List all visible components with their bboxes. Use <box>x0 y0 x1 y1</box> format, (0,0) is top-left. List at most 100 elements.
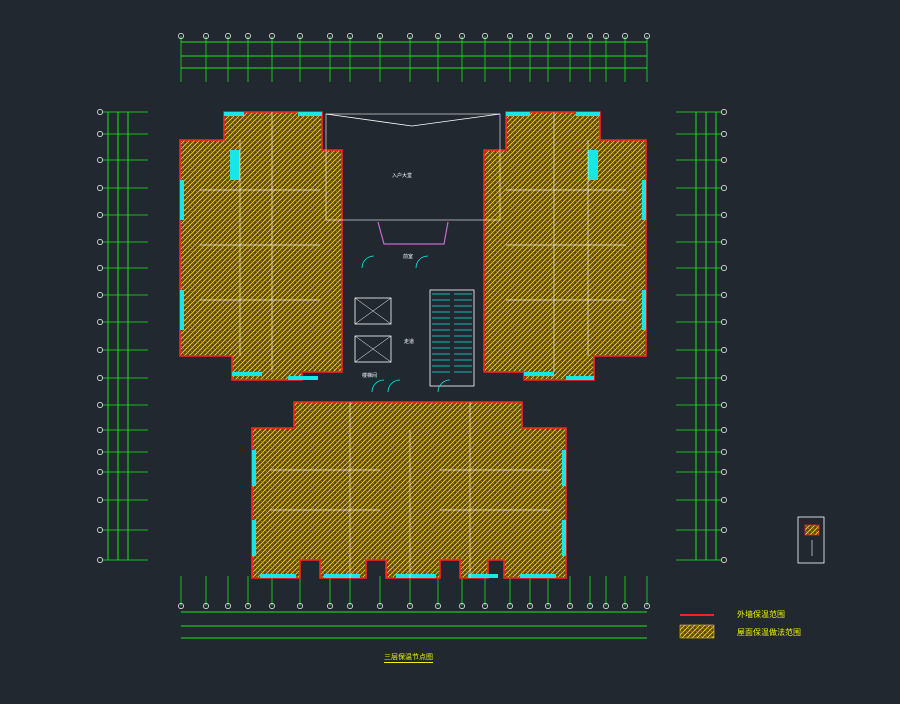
axis-bubble <box>721 265 727 271</box>
axis-bubble <box>482 603 488 609</box>
axis-bubble <box>347 603 353 609</box>
axis-bubble <box>97 131 103 137</box>
window-mark <box>324 574 360 578</box>
entrance-step <box>377 221 449 245</box>
axis-bubble <box>587 603 593 609</box>
axis-bubble <box>721 449 727 455</box>
axis-bubble <box>545 33 551 39</box>
axis-bubble <box>297 33 303 39</box>
window-mark <box>396 574 436 578</box>
axis-bubble <box>297 603 303 609</box>
axis-bubble <box>377 33 383 39</box>
axis-bubble <box>721 427 727 433</box>
axis-bubble <box>97 239 103 245</box>
window-mark <box>588 150 598 180</box>
axis-bubble <box>721 557 727 563</box>
legend-label-roof-insulation: 屋面保温做法范围 <box>737 628 801 637</box>
axis-bubble <box>622 33 628 39</box>
window-mark <box>562 520 566 556</box>
axis-bubble <box>407 33 413 39</box>
axis-bubble <box>721 402 727 408</box>
axis-bubble <box>407 603 413 609</box>
axis-bubble <box>721 527 727 533</box>
door-swing <box>415 255 429 269</box>
axis-bubble <box>527 33 533 39</box>
axis-bubble <box>721 131 727 137</box>
legend-swatches <box>679 614 715 639</box>
lift-cross <box>354 335 392 363</box>
legend-label-outer-wall: 外墙保温范围 <box>737 610 785 619</box>
axis-bubble <box>721 109 727 115</box>
axis-bubble <box>97 212 103 218</box>
window-mark <box>520 574 556 578</box>
axis-bubble <box>567 603 573 609</box>
right-dimension-lines <box>676 109 727 563</box>
label-stair: 楼梯间 <box>362 373 378 379</box>
lift-shaft <box>354 335 392 363</box>
axis-bubble <box>97 319 103 325</box>
axis-bubble <box>178 33 184 39</box>
window-mark <box>562 450 566 486</box>
window-mark <box>576 112 600 116</box>
wing-south <box>251 401 567 579</box>
label-lobby: 前室 <box>403 254 414 260</box>
lift-shaft <box>354 297 392 325</box>
window-mark <box>230 150 240 180</box>
window-mark <box>468 574 498 578</box>
axis-bubble <box>97 469 103 475</box>
axis-bubble <box>459 603 465 609</box>
axis-bubble <box>721 469 727 475</box>
entrance-hall-outline <box>325 113 501 221</box>
axis-bubble <box>245 33 251 39</box>
axis-bubble <box>622 603 628 609</box>
axis-bubble <box>97 109 103 115</box>
axis-bubble <box>721 347 727 353</box>
drawing-title: 三层保温节点图 <box>384 653 433 663</box>
axis-bubble <box>225 603 231 609</box>
window-mark <box>642 180 646 220</box>
axis-bubble <box>482 33 488 39</box>
axis-bubble <box>567 33 573 39</box>
legend-swatch-hatch <box>679 624 715 639</box>
top-dimension-lines <box>178 33 650 82</box>
window-mark <box>180 180 184 220</box>
axis-bubble <box>97 347 103 353</box>
axis-bubble <box>603 603 609 609</box>
axis-bubble <box>721 157 727 163</box>
window-mark <box>252 450 256 486</box>
detail-thumbnail <box>797 516 825 564</box>
window-mark <box>260 574 296 578</box>
left-dimension-lines <box>97 109 148 563</box>
door-swing <box>387 379 401 393</box>
window-mark <box>298 112 322 116</box>
wing-north-east <box>483 111 647 381</box>
axis-bubble <box>97 265 103 271</box>
axis-bubble <box>97 557 103 563</box>
label-entrance-hall: 入户大堂 <box>392 173 413 179</box>
door-swing <box>371 379 385 393</box>
window-mark <box>288 376 318 380</box>
axis-bubble <box>435 603 441 609</box>
window-mark <box>566 376 594 380</box>
canopy-line <box>325 113 501 127</box>
window-mark <box>224 112 244 116</box>
axis-bubble <box>269 33 275 39</box>
axis-bubble <box>644 33 650 39</box>
axis-bubble <box>545 603 551 609</box>
axis-bubble <box>97 527 103 533</box>
bottom-dimension-lines <box>178 576 650 639</box>
building-plan <box>179 111 647 579</box>
axis-bubble <box>97 292 103 298</box>
wing-north-west <box>179 111 343 381</box>
axis-bubble <box>721 497 727 503</box>
axis-bubble <box>97 449 103 455</box>
axis-bubble <box>721 375 727 381</box>
window-mark <box>524 372 554 376</box>
axis-bubble <box>377 603 383 609</box>
axis-bubble <box>97 427 103 433</box>
axis-bubble <box>225 33 231 39</box>
lift-cross <box>354 297 392 325</box>
axis-bubble <box>178 603 184 609</box>
